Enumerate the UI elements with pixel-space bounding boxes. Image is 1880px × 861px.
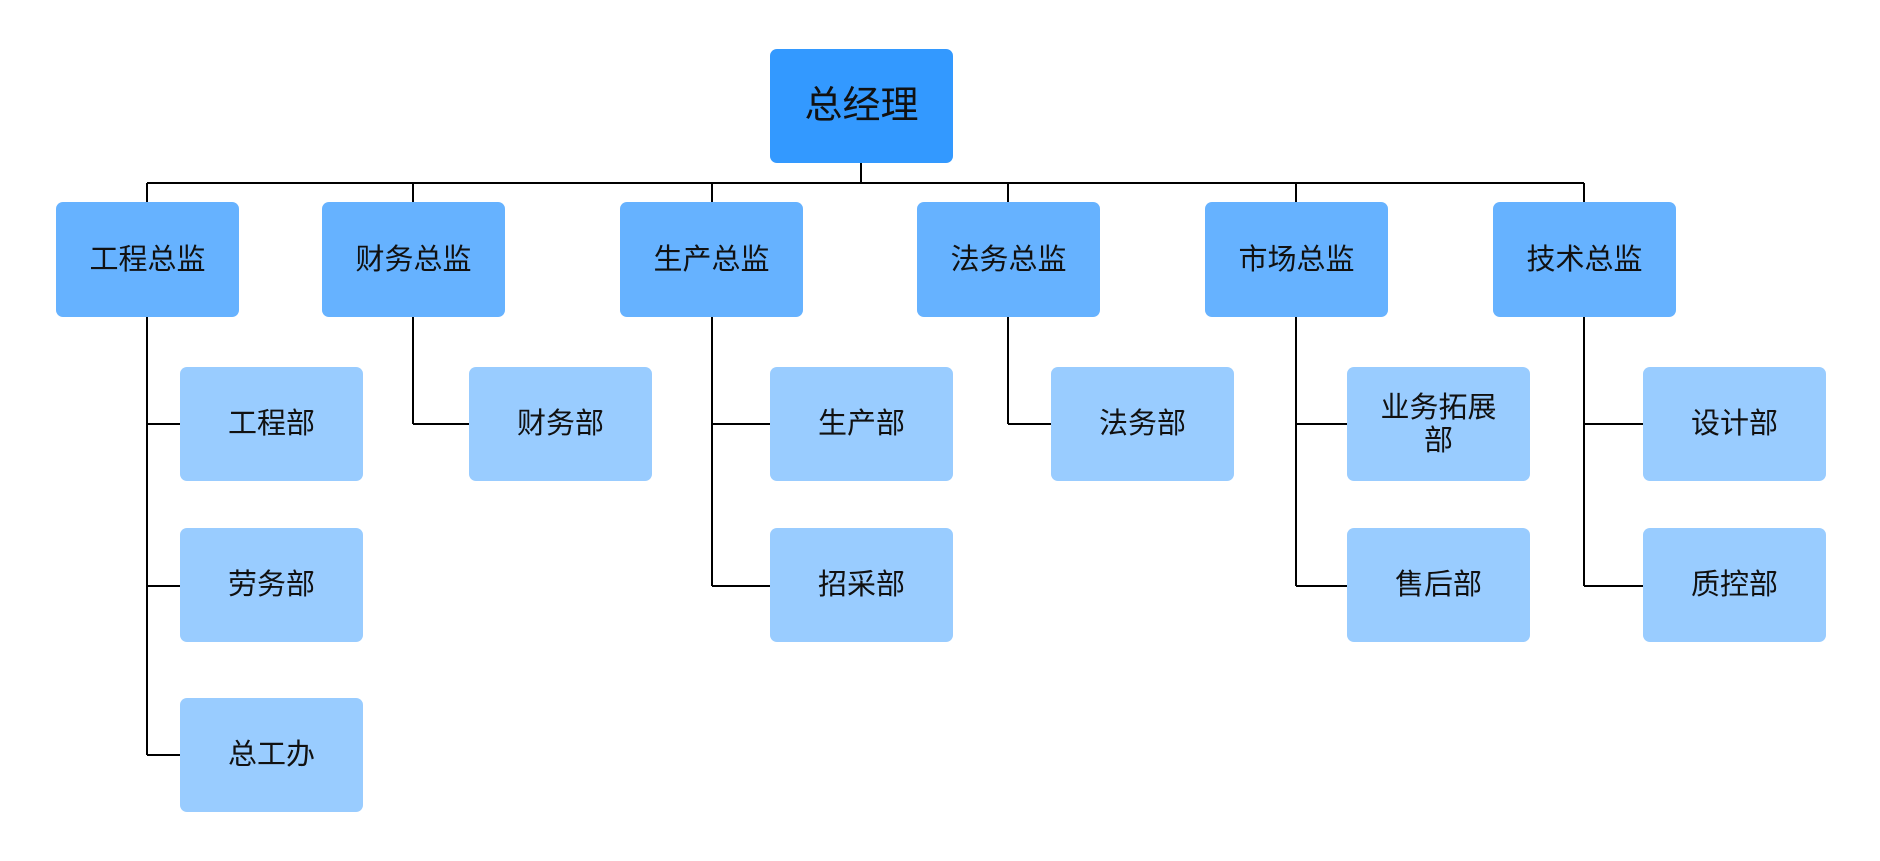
node-technical-director: 技术总监 xyxy=(1493,202,1676,317)
node-general-manager: 总经理 xyxy=(770,49,953,163)
node-quality-control-dept: 质控部 xyxy=(1643,528,1826,642)
node-production-director: 生产总监 xyxy=(620,202,803,317)
node-legal-dept: 法务部 xyxy=(1051,367,1234,481)
node-finance-dept: 财务部 xyxy=(469,367,652,481)
node-design-dept: 设计部 xyxy=(1643,367,1826,481)
node-business-development-dept: 业务拓展部 xyxy=(1347,367,1530,481)
node-legal-director: 法务总监 xyxy=(917,202,1100,317)
node-marketing-director: 市场总监 xyxy=(1205,202,1388,317)
node-after-sales-dept: 售后部 xyxy=(1347,528,1530,642)
node-finance-director: 财务总监 xyxy=(322,202,505,317)
node-production-dept: 生产部 xyxy=(770,367,953,481)
node-labor-dept: 劳务部 xyxy=(180,528,363,642)
node-procurement-dept: 招采部 xyxy=(770,528,953,642)
node-chief-engineer-office: 总工办 xyxy=(180,698,363,812)
node-engineering-director: 工程总监 xyxy=(56,202,239,317)
node-engineering-dept: 工程部 xyxy=(180,367,363,481)
